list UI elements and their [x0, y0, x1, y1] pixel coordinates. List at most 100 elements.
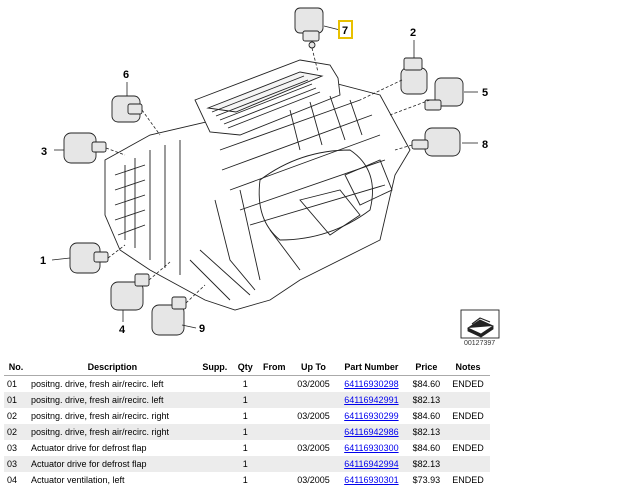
actuator-6 — [111, 95, 143, 123]
cell-notes — [446, 392, 490, 408]
cell-price: $84.60 — [406, 408, 446, 424]
col-supp: Supp. — [196, 359, 233, 376]
part-number-link[interactable]: 64116930298 — [344, 379, 399, 389]
col-from: From — [257, 359, 291, 376]
callout-6[interactable]: 6 — [123, 69, 129, 81]
cell-from — [257, 392, 291, 408]
cell-qty: 1 — [232, 424, 258, 440]
cell-from — [257, 408, 291, 424]
cell-part-number: 64116930299 — [336, 408, 407, 424]
cell-supp — [196, 392, 233, 408]
actuator-2 — [400, 57, 428, 95]
cell-part-number: 64116930300 — [336, 440, 407, 456]
cell-notes — [446, 456, 490, 472]
cell-no: 03 — [4, 456, 28, 472]
cell-part-number: 64116942986 — [336, 424, 407, 440]
part-number-link[interactable]: 64116942991 — [344, 395, 399, 405]
cell-part-number: 64116942994 — [336, 456, 407, 472]
highlight-box — [338, 20, 353, 39]
cell-supp — [196, 440, 233, 456]
table-header-row: No. Description Supp. Qty From Up To Par… — [4, 359, 490, 376]
cell-part-number: 64116930301 — [336, 472, 407, 488]
cell-qty: 1 — [232, 375, 258, 392]
col-qty: Qty — [232, 359, 258, 376]
cell-from — [257, 375, 291, 392]
part-number-link[interactable]: 64116942986 — [344, 427, 399, 437]
cell-notes: ENDED — [446, 440, 490, 456]
cell-upto: 03/2005 — [290, 375, 337, 392]
col-upto: Up To — [290, 359, 337, 376]
cell-upto — [290, 456, 337, 472]
callout-8[interactable]: 8 — [482, 139, 488, 151]
cell-from — [257, 472, 291, 488]
hvac-housing-drawing — [104, 59, 411, 311]
cell-upto: 03/2005 — [290, 472, 337, 488]
cell-description: Actuator drive for defrost flap — [28, 440, 197, 456]
col-price: Price — [406, 359, 446, 376]
actuator-3 — [63, 132, 107, 164]
table-row: 03 Actuator drive for defrost flap 1 641… — [4, 456, 490, 472]
catalog-number: 00127397 — [464, 340, 496, 347]
cell-part-number: 64116942991 — [336, 392, 407, 408]
parts-diagram: 7 2 5 8 6 3 1 4 9 — [40, 7, 500, 339]
cell-part-number: 64116930298 — [336, 375, 407, 392]
cell-no: 02 — [4, 424, 28, 440]
callout-7[interactable]: 7 — [342, 25, 348, 37]
callout-9[interactable]: 9 — [199, 323, 205, 335]
table-row: 02 positng. drive, fresh air/recirc. rig… — [4, 424, 490, 440]
actuator-drawings — [63, 7, 464, 336]
cell-price: $82.13 — [406, 392, 446, 408]
cell-no: 01 — [4, 392, 28, 408]
view-symbol-icon — [460, 309, 500, 339]
cell-description: positng. drive, fresh air/recirc. right — [28, 408, 197, 424]
cell-supp — [196, 472, 233, 488]
callout-2[interactable]: 2 — [410, 27, 416, 39]
cell-supp — [196, 456, 233, 472]
table-row: 01 positng. drive, fresh air/recirc. lef… — [4, 392, 490, 408]
cell-no: 03 — [4, 440, 28, 456]
col-notes: Notes — [446, 359, 490, 376]
cell-price: $84.60 — [406, 375, 446, 392]
cell-notes: ENDED — [446, 375, 490, 392]
cell-price: $82.13 — [406, 424, 446, 440]
cell-no: 04 — [4, 472, 28, 488]
cell-description: positng. drive, fresh air/recirc. left — [28, 392, 197, 408]
part-number-link[interactable]: 64116930301 — [344, 475, 399, 485]
cell-from — [257, 424, 291, 440]
part-number-link[interactable]: 64116930300 — [344, 443, 399, 453]
cell-notes — [446, 424, 490, 440]
part-number-link[interactable]: 64116930299 — [344, 411, 399, 421]
actuator-7 — [294, 7, 324, 49]
cell-description: Actuator drive for defrost flap — [28, 456, 197, 472]
col-description: Description — [28, 359, 197, 376]
actuator-4 — [110, 273, 150, 311]
cell-description: positng. drive, fresh air/recirc. right — [28, 424, 197, 440]
cell-supp — [196, 408, 233, 424]
cell-upto — [290, 424, 337, 440]
cell-upto — [290, 392, 337, 408]
cell-description: Actuator ventilation, left — [28, 472, 197, 488]
cell-price: $82.13 — [406, 456, 446, 472]
table-row: 01 positng. drive, fresh air/recirc. lef… — [4, 375, 490, 392]
cell-upto: 03/2005 — [290, 408, 337, 424]
leader-lines — [51, 25, 478, 329]
cell-qty: 1 — [232, 408, 258, 424]
callout-5[interactable]: 5 — [482, 87, 488, 99]
actuator-8 — [411, 127, 461, 157]
callout-3[interactable]: 3 — [41, 146, 47, 158]
callout-4[interactable]: 4 — [119, 324, 126, 336]
cell-qty: 1 — [232, 472, 258, 488]
table-row: 03 Actuator drive for defrost flap 1 03/… — [4, 440, 490, 456]
cell-qty: 1 — [232, 440, 258, 456]
part-number-link[interactable]: 64116942994 — [344, 459, 399, 469]
cell-supp — [196, 424, 233, 440]
cell-supp — [196, 375, 233, 392]
cell-price: $73.93 — [406, 472, 446, 488]
cell-price: $84.60 — [406, 440, 446, 456]
col-no: No. — [4, 359, 28, 376]
table-row: 02 positng. drive, fresh air/recirc. rig… — [4, 408, 490, 424]
callout-1[interactable]: 1 — [40, 255, 46, 267]
actuator-9 — [151, 296, 187, 336]
table-row: 04 Actuator ventilation, left 1 03/2005 … — [4, 472, 490, 488]
cell-no: 02 — [4, 408, 28, 424]
